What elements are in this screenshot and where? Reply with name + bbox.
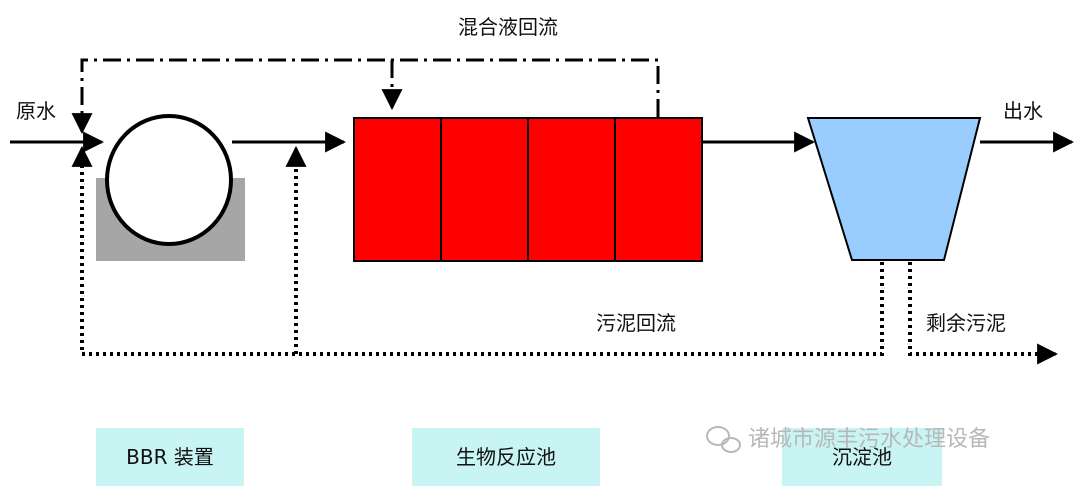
excess-sludge-line bbox=[908, 262, 1050, 356]
bioreactor bbox=[353, 117, 703, 262]
watermark: 诸城市源丰污水处理设备 bbox=[706, 426, 990, 453]
mixed-liquor-return-line bbox=[80, 58, 660, 130]
clarifier bbox=[806, 117, 982, 261]
sludge-return-line bbox=[80, 152, 884, 356]
bbr-label-box bbox=[96, 428, 244, 486]
bbr-label: BBR 装置 bbox=[126, 445, 214, 469]
clarifier-label: 沉淀池 bbox=[832, 445, 892, 469]
label-excess-sludge: 剩余污泥 bbox=[926, 311, 1006, 335]
label-raw-water: 原水 bbox=[16, 99, 56, 123]
bioreactor-label: 生物反应池 bbox=[456, 445, 556, 469]
clarifier-label-box bbox=[782, 428, 942, 486]
watermark-text: 诸城市源丰污水处理设备 bbox=[748, 427, 990, 452]
label-sludge-return: 污泥回流 bbox=[596, 311, 676, 335]
bbr-drum bbox=[105, 114, 233, 246]
label-mixed-liquor-return: 混合液回流 bbox=[458, 15, 558, 39]
label-effluent: 出水 bbox=[1003, 99, 1043, 123]
wechat-icon bbox=[706, 426, 741, 453]
bioreactor-label-box bbox=[412, 428, 600, 486]
